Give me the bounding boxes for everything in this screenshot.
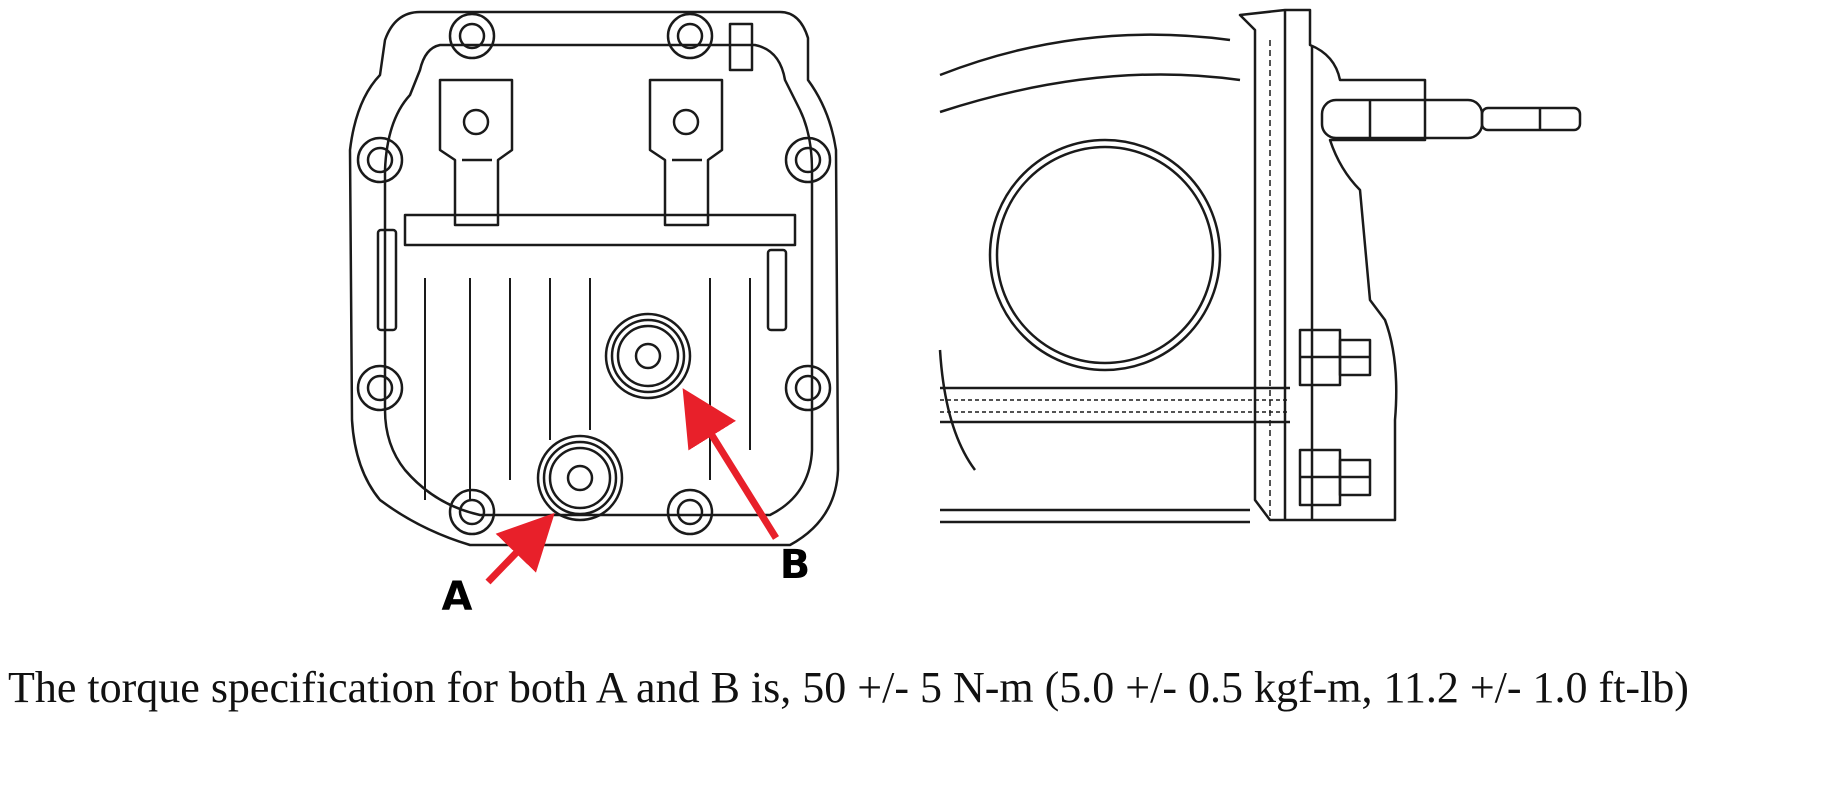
side-flange	[1238, 8, 1427, 522]
cover-outer-outline	[348, 10, 840, 547]
cover-rib-bar	[403, 213, 797, 247]
diagram: A B	[348, 8, 1582, 620]
cover-top-tab	[728, 22, 754, 72]
arrow-b	[682, 388, 779, 540]
torque-spec-caption: The torque specification for both A and …	[8, 663, 1689, 712]
housing-arc-inner	[939, 73, 1241, 114]
cover-inner-outline	[383, 43, 814, 517]
cover-vertical-ribs	[424, 278, 751, 500]
housing-arc-outer	[939, 33, 1231, 77]
side-ring-inner	[995, 145, 1215, 365]
cover-front-view	[348, 10, 840, 547]
cover-side-view	[938, 8, 1582, 524]
side-plug-b	[1298, 328, 1372, 387]
housing-arc-lower	[938, 349, 977, 471]
flange-bolts	[356, 12, 832, 536]
cover-slot-right	[766, 248, 788, 332]
drain-plug-a	[536, 434, 624, 522]
fill-plug-b	[604, 312, 692, 400]
callout-label-a: A	[442, 574, 473, 620]
side-plug-a	[1298, 448, 1372, 507]
side-stud	[1320, 98, 1582, 140]
arrow-a	[485, 512, 555, 585]
side-ring-outer	[988, 138, 1222, 372]
cover-slot-left	[376, 228, 398, 332]
cover-bracket-left	[438, 78, 514, 227]
cover-bracket-right	[648, 78, 724, 227]
callout-label-b: B	[780, 542, 811, 588]
